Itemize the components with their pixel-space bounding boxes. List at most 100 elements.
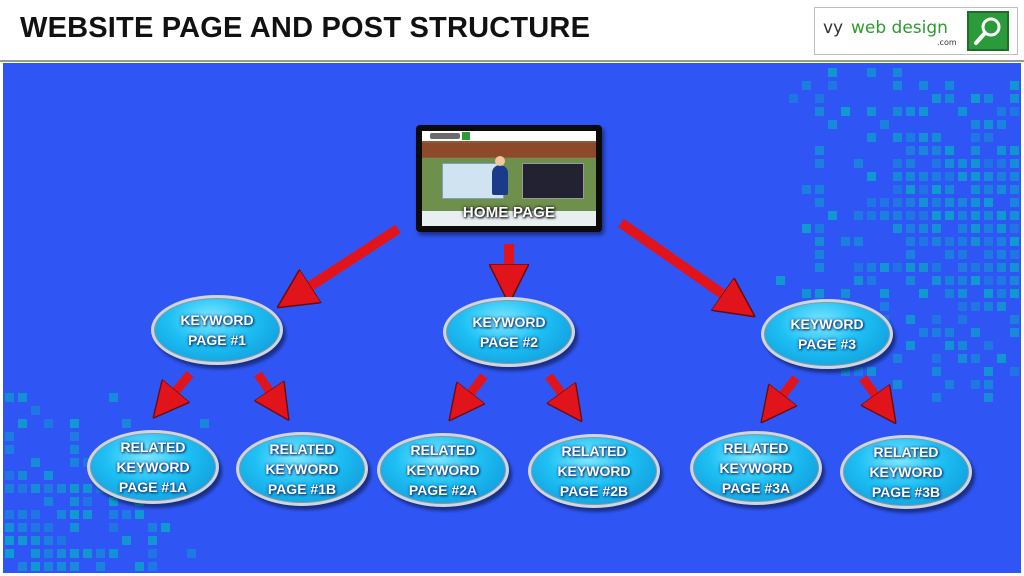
logo-com-text: .com bbox=[937, 38, 957, 47]
pixel-square bbox=[997, 211, 1006, 220]
node-line: KEYWORD bbox=[719, 460, 793, 476]
pixel-square bbox=[958, 263, 967, 272]
pixel-square bbox=[70, 562, 79, 571]
pixel-square bbox=[867, 367, 876, 376]
pixel-square bbox=[828, 68, 837, 77]
pixel-square bbox=[971, 133, 980, 142]
pixel-square bbox=[932, 94, 941, 103]
pixel-square bbox=[971, 185, 980, 194]
pixel-square bbox=[893, 224, 902, 233]
pixel-square bbox=[5, 510, 14, 519]
pixel-square bbox=[932, 133, 941, 142]
pixel-square bbox=[971, 354, 980, 363]
pixel-square bbox=[945, 146, 954, 155]
pixel-square bbox=[867, 198, 876, 207]
pixel-square bbox=[57, 510, 66, 519]
pixel-square bbox=[945, 276, 954, 285]
related-keyword-page-2a-node: RELATED KEYWORD PAGE #2A bbox=[377, 433, 509, 507]
pixel-square bbox=[815, 237, 824, 246]
pixel-square bbox=[828, 81, 837, 90]
thumbnail-logo bbox=[430, 133, 460, 139]
pixel-square bbox=[984, 276, 993, 285]
pixel-square bbox=[841, 289, 850, 298]
pixel-square bbox=[5, 471, 14, 480]
pixel-square bbox=[971, 276, 980, 285]
pixel-square bbox=[1010, 185, 1019, 194]
pixel-square bbox=[906, 315, 915, 324]
pixel-square bbox=[187, 549, 196, 558]
pixel-square bbox=[984, 133, 993, 142]
pixel-square bbox=[958, 237, 967, 246]
pixel-square bbox=[122, 419, 131, 428]
pixel-square bbox=[1010, 198, 1019, 207]
pixel-square bbox=[984, 211, 993, 220]
pixel-square bbox=[958, 354, 967, 363]
thumbnail-banner bbox=[422, 143, 596, 157]
pixel-square bbox=[70, 484, 79, 493]
pixel-square bbox=[997, 250, 1006, 259]
pixel-square bbox=[854, 237, 863, 246]
pixel-square bbox=[854, 367, 863, 376]
pixel-square bbox=[70, 549, 79, 558]
pixel-square bbox=[880, 198, 889, 207]
pixel-square bbox=[18, 484, 27, 493]
pixel-square bbox=[997, 354, 1006, 363]
pixel-square bbox=[997, 159, 1006, 168]
node-line: RELATED bbox=[561, 443, 627, 459]
pixel-square bbox=[31, 484, 40, 493]
pixel-square bbox=[906, 146, 915, 155]
pixel-square bbox=[932, 146, 941, 155]
pixel-square bbox=[70, 510, 79, 519]
pixel-square bbox=[984, 341, 993, 350]
pixel-square bbox=[919, 133, 928, 142]
pixel-square bbox=[997, 302, 1006, 311]
pixel-square bbox=[919, 263, 928, 272]
pixel-square bbox=[958, 250, 967, 259]
node-line: KEYWORD bbox=[180, 312, 254, 328]
pixel-square bbox=[44, 523, 53, 532]
arrow-keyword-3-to-3b bbox=[859, 375, 876, 396]
pixel-square bbox=[18, 393, 27, 402]
pixel-square bbox=[906, 172, 915, 181]
pixel-square bbox=[893, 81, 902, 90]
pixel-square bbox=[96, 562, 105, 571]
pixel-square bbox=[70, 458, 79, 467]
pixel-square bbox=[893, 133, 902, 142]
pixel-square bbox=[984, 159, 993, 168]
pixel-square bbox=[815, 185, 824, 194]
pixel-square bbox=[906, 224, 915, 233]
pixel-square bbox=[932, 198, 941, 207]
node-line: RELATED bbox=[269, 441, 335, 457]
pixel-square bbox=[958, 276, 967, 285]
pixel-square bbox=[880, 263, 889, 272]
pixel-square bbox=[880, 302, 889, 311]
pixel-square bbox=[997, 185, 1006, 194]
pixel-square bbox=[958, 302, 967, 311]
pixel-square bbox=[1010, 237, 1019, 246]
pixel-square bbox=[31, 510, 40, 519]
pixel-square bbox=[148, 549, 157, 558]
pixel-square bbox=[945, 328, 954, 337]
pixel-square bbox=[31, 549, 40, 558]
pixel-square bbox=[893, 159, 902, 168]
seo-magnifier-icon bbox=[967, 11, 1009, 51]
pixel-square bbox=[893, 172, 902, 181]
pixel-square bbox=[945, 237, 954, 246]
node-line: RELATED bbox=[723, 440, 789, 456]
pixel-square bbox=[932, 315, 941, 324]
pixel-square bbox=[109, 523, 118, 532]
node-line: KEYWORD bbox=[790, 316, 864, 332]
pixel-square bbox=[971, 211, 980, 220]
pixel-square bbox=[919, 107, 928, 116]
pixel-square bbox=[1010, 328, 1019, 337]
pixel-square bbox=[919, 172, 928, 181]
pixel-square bbox=[932, 367, 941, 376]
pixel-square bbox=[867, 133, 876, 142]
pixel-square bbox=[815, 94, 824, 103]
pixel-square bbox=[854, 276, 863, 285]
pixel-square bbox=[1010, 146, 1019, 155]
pixel-square bbox=[70, 497, 79, 506]
arrow-keyword-3-to-3a bbox=[782, 375, 800, 396]
pixel-square bbox=[971, 328, 980, 337]
pixel-square bbox=[802, 185, 811, 194]
